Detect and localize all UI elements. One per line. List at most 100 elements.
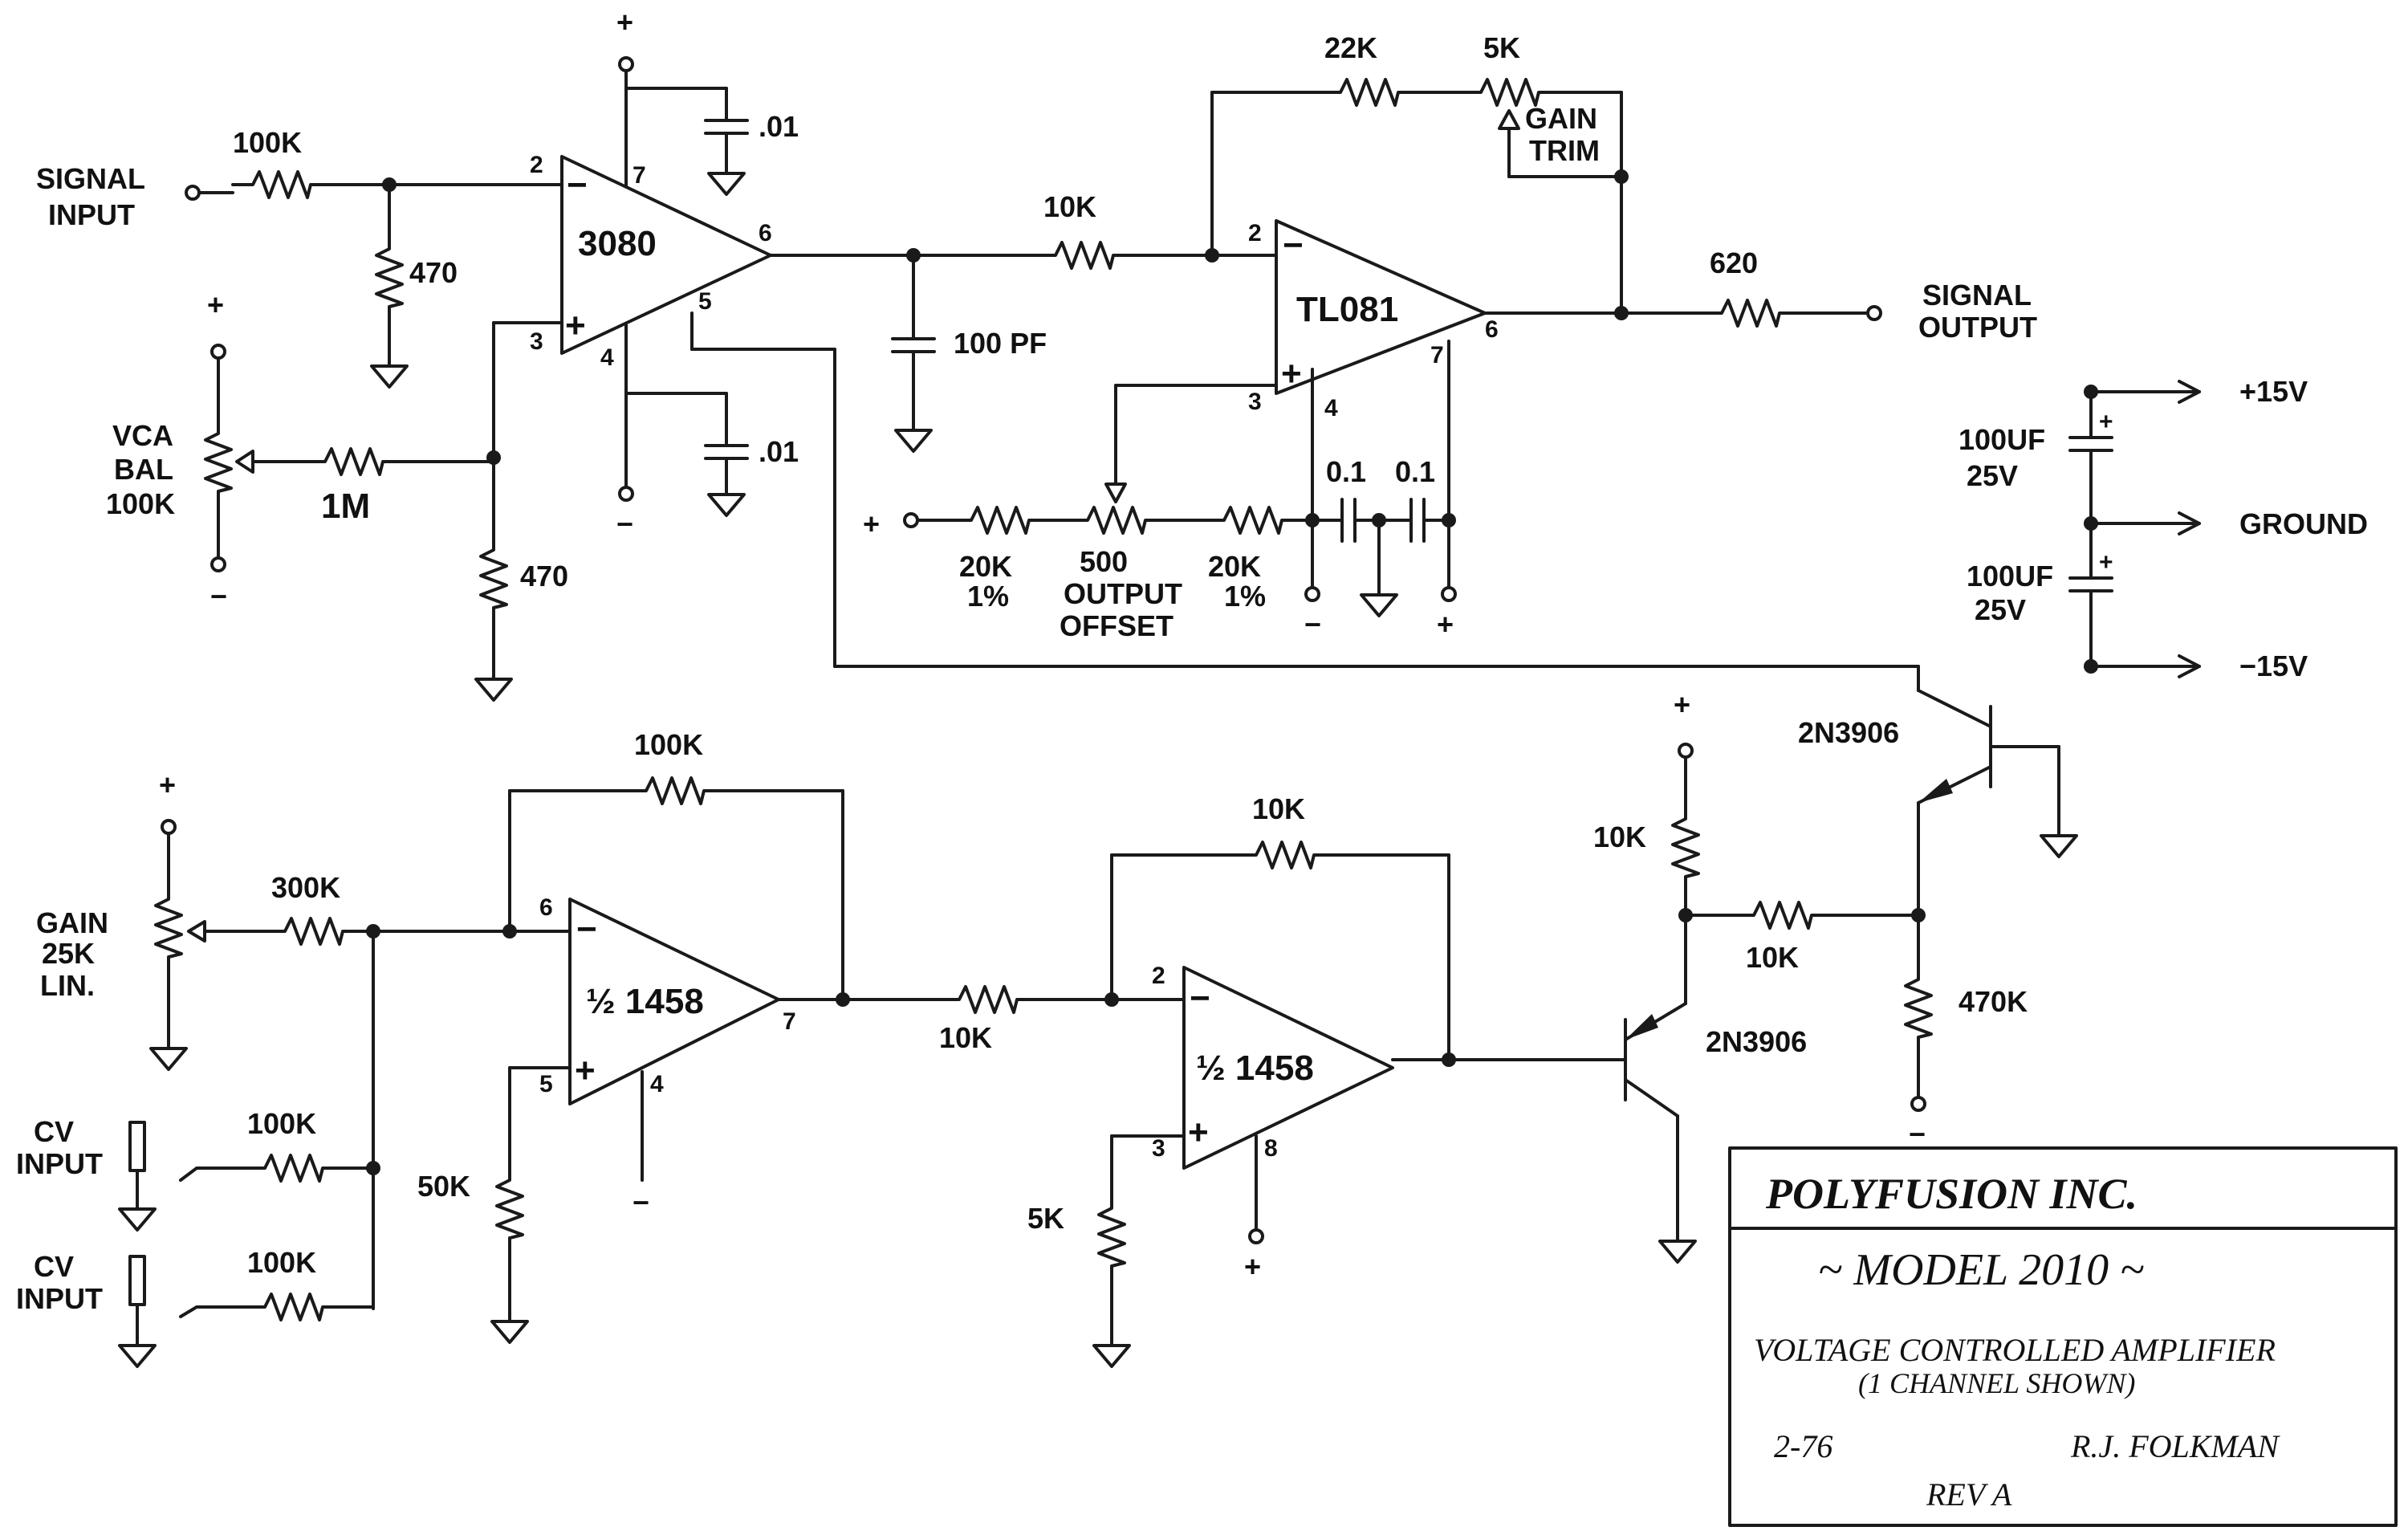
svg-text:−15V: −15V: [2239, 649, 2308, 682]
svg-text:7: 7: [1430, 342, 1444, 368]
svg-text:BAL: BAL: [114, 453, 173, 486]
author: R.J. FOLKMAN: [2070, 1428, 2280, 1464]
vca-bal-section: + − 1M VCA BAL 100K: [106, 288, 495, 613]
title-block-frame: [1728, 1146, 2398, 1527]
svg-text:CV: CV: [34, 1115, 74, 1148]
ota-3080: 3080 − + 2 3 7 4 5 6 + .01 − .01 470: [474, 6, 1920, 702]
svg-text:−: −: [576, 910, 597, 949]
svg-text:1%: 1%: [967, 580, 1009, 613]
cv-input-2: CV INPUT 100K: [16, 1246, 375, 1368]
svg-text:6: 6: [759, 220, 772, 246]
svg-text:470K: 470K: [1959, 985, 2028, 1018]
svg-text:10K: 10K: [939, 1021, 992, 1054]
svg-text:1%: 1%: [1224, 580, 1266, 613]
svg-text:5: 5: [539, 1071, 553, 1097]
ota-label: 3080: [578, 224, 657, 263]
svg-text:100K: 100K: [106, 487, 175, 520]
r-10k-pullup-resistor: [1671, 797, 1700, 897]
svg-text:100K: 100K: [634, 728, 703, 761]
svg-text:+15V: +15V: [2239, 375, 2308, 408]
r-100k-fb-resistor: [624, 776, 724, 805]
svg-text:5: 5: [698, 288, 712, 315]
r-300k-resistor: [263, 917, 363, 946]
svg-text:300K: 300K: [271, 871, 340, 904]
svg-text:+: +: [1188, 1113, 1209, 1152]
svg-text:4: 4: [650, 1071, 664, 1097]
svg-text:2: 2: [530, 152, 543, 178]
svg-text:SIGNAL: SIGNAL: [1922, 279, 2032, 311]
r-100k-cv1-resistor: [243, 1154, 343, 1183]
gain-pot-section: + 300K GAIN 25K LIN.: [36, 768, 571, 1310]
svg-text:LIN.: LIN.: [40, 969, 95, 1002]
r-10k-mid-resistor: [938, 985, 1037, 1014]
signal-output-terminal: [1866, 305, 1882, 321]
svg-text:8: 8: [1264, 1135, 1278, 1162]
c-100pf-capacitor: [891, 337, 936, 353]
signal-input-terminal: [185, 185, 201, 201]
svg-text:10K: 10K: [1252, 792, 1305, 825]
gain-pot: [154, 877, 183, 977]
cv-jack-2[interactable]: [128, 1255, 146, 1306]
c-01b-value: .01: [759, 435, 799, 468]
svg-text:+: +: [2099, 409, 2113, 435]
r-50k-resistor: [495, 1158, 524, 1258]
svg-text:7: 7: [783, 1008, 796, 1035]
svg-text:+: +: [1244, 1250, 1261, 1283]
svg-text:25K: 25K: [42, 937, 95, 970]
opamp-b-label: ½ 1458: [1196, 1048, 1314, 1088]
vca-bal-pot: [204, 412, 233, 511]
svg-text:GROUND: GROUND: [2239, 507, 2368, 540]
svg-text:+: +: [159, 768, 176, 801]
svg-text:25V: 25V: [1967, 459, 2018, 492]
svg-text:10K: 10K: [1593, 820, 1646, 853]
r-in-value: 100K: [233, 126, 302, 159]
svg-text:25V: 25V: [1975, 593, 2026, 626]
svg-text:INPUT: INPUT: [16, 1147, 103, 1180]
svg-text:5K: 5K: [1027, 1202, 1064, 1235]
svg-text:2: 2: [1152, 963, 1165, 989]
r-620-resistor: [1700, 299, 1800, 328]
description-1: VOLTAGE CONTROLLED AMPLIFIER: [1754, 1332, 2276, 1368]
r-470k-resistor: [1904, 958, 1933, 1057]
svg-text:GAIN: GAIN: [36, 906, 108, 939]
mid-signal-section: 100 PF 10K: [769, 190, 1278, 453]
svg-text:2: 2: [1248, 220, 1262, 246]
svg-text:6: 6: [1485, 316, 1499, 343]
svg-text:4: 4: [600, 344, 614, 371]
svg-text:−: −: [616, 507, 633, 540]
svg-text:6: 6: [539, 894, 553, 921]
svg-text:20K: 20K: [959, 550, 1012, 583]
svg-text:−: −: [1304, 608, 1321, 641]
r-5k-b-resistor: [1097, 1187, 1126, 1286]
r-620-value: 620: [1710, 246, 1758, 279]
svg-text:+: +: [575, 1051, 596, 1090]
c-01b-capacitor: [704, 444, 749, 460]
svg-text:−: −: [1190, 979, 1210, 1018]
r-470a-value: 470: [409, 256, 458, 289]
svg-text:+: +: [1674, 688, 1690, 721]
svg-text:3: 3: [530, 328, 543, 355]
svg-text:−: −: [567, 165, 588, 205]
svg-text:+: +: [863, 507, 880, 540]
c-01-uf-b-capacitor: [1409, 498, 1426, 543]
svg-text:7: 7: [633, 162, 646, 189]
svg-text:+: +: [1281, 354, 1302, 393]
svg-text:0.1: 0.1: [1395, 455, 1435, 488]
svg-text:OFFSET: OFFSET: [1060, 609, 1173, 642]
svg-text:0.1: 0.1: [1326, 455, 1366, 488]
svg-text:+: +: [616, 6, 633, 39]
r-5k-trim-value: 5K: [1483, 31, 1520, 64]
svg-text:100UF: 100UF: [1959, 423, 2045, 456]
r-470b-resistor: [479, 528, 508, 628]
svg-text:+: +: [207, 288, 224, 321]
cv-jack-1[interactable]: [128, 1121, 146, 1172]
svg-text:INPUT: INPUT: [16, 1282, 103, 1315]
r-10k-sig-resistor: [1034, 241, 1133, 270]
svg-text:−: −: [210, 580, 227, 613]
output-offset-pot: [1066, 506, 1165, 535]
opamp-1458-b: ½ 1458 − + 2 3 8 10K 5K +: [1027, 792, 1627, 1368]
opamp-1458-a: ½ 1458 − + 6 5 4 7 100K 50K −: [417, 728, 941, 1344]
power-cap-1: [2068, 436, 2113, 452]
transistor-q1: 2N3906: [1798, 689, 2078, 917]
svg-text:+: +: [565, 306, 586, 345]
